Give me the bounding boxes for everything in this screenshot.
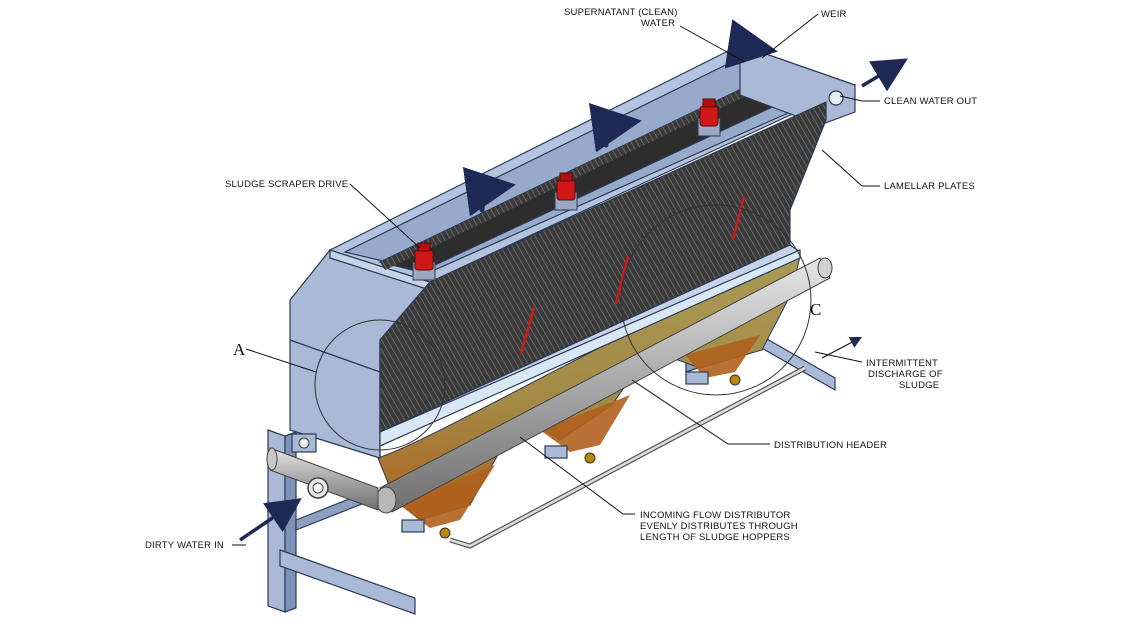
sludge-discharge-pipe xyxy=(401,365,807,549)
label-incoming-flow-1: INCOMING FLOW DISTRIBUTOR xyxy=(640,510,791,521)
clean-water-out-arrow xyxy=(861,58,909,92)
label-clean-water-out: CLEAN WATER OUT xyxy=(884,96,977,107)
label-detail-c: C xyxy=(810,300,821,319)
motor-3 xyxy=(697,98,721,137)
label-intermittent-1: INTERMITTENT xyxy=(866,358,938,369)
label-dirty-water-in: DIRTY WATER IN xyxy=(145,540,224,551)
dirty-water-in-arrow xyxy=(239,498,302,542)
flow-arrows xyxy=(462,19,778,217)
label-detail-a: A xyxy=(233,340,246,359)
detail-circle-c xyxy=(620,204,812,396)
motor-2 xyxy=(554,172,578,211)
label-intermittent-2: DISCHARGE OF xyxy=(868,369,943,380)
label-weir: WEIR xyxy=(821,9,847,20)
leader-lines xyxy=(232,13,880,546)
label-intermittent-3: SLUDGE xyxy=(899,380,939,391)
tank-body xyxy=(328,44,857,447)
label-incoming-flow-2: EVENLY DISTRIBUTES THROUGH xyxy=(640,521,798,532)
motor-1 xyxy=(412,242,436,281)
inlet-pipe xyxy=(266,433,379,511)
lamellar-plates xyxy=(379,101,827,433)
label-lamellar-plates: LAMELLAR PLATES xyxy=(884,181,975,192)
label-incoming-flow-3: LENGTH OF SLUDGE HOPPERS xyxy=(640,532,790,543)
label-sludge-scraper-drive: SLUDGE SCRAPER DRIVE xyxy=(225,179,348,190)
detail-circle-a xyxy=(314,319,446,451)
distribution-header xyxy=(375,257,833,514)
label-distribution-header: DISTRIBUTION HEADER xyxy=(774,440,887,451)
label-supernatant-line1: SUPERNATANT (CLEAN) xyxy=(564,7,678,18)
label-supernatant-line2: WATER xyxy=(641,18,675,29)
sludge-scraper-drives xyxy=(412,98,721,281)
